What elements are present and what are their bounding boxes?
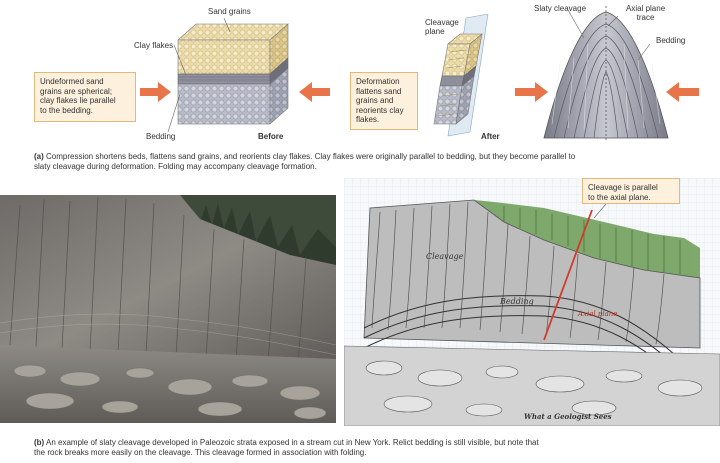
sketch-title: What a Geologist Sees bbox=[524, 412, 612, 421]
label-axial-plane-line: Axial plane bbox=[626, 4, 666, 13]
before-block-diagram bbox=[177, 23, 289, 125]
callout-undeformed: Undeformed sand grains are spherical; cl… bbox=[34, 72, 136, 122]
callout-deformation-line: flakes. bbox=[356, 115, 380, 124]
caption-b-prefix: (b) bbox=[34, 438, 45, 447]
caption-a-line2: slaty cleavage during deformation. Foldi… bbox=[34, 162, 317, 171]
compression-arrow-fold-left bbox=[515, 82, 548, 102]
label-slaty-cleavage: Slaty cleavage bbox=[534, 4, 587, 13]
caption-b-text1: An example of slaty cleavage developed i… bbox=[44, 438, 539, 447]
callout-undeformed-line: grains are spherical; bbox=[40, 86, 113, 96]
callout-deformation-line: flattens sand bbox=[356, 86, 402, 96]
sketch-label-bedding: Bedding bbox=[500, 297, 534, 306]
geologist-sketch bbox=[344, 178, 720, 426]
label-before: Before bbox=[258, 132, 284, 141]
label-axial-plane-line: trace bbox=[636, 13, 655, 22]
callout-cleavage-axial-line: Cleavage is parallel bbox=[588, 183, 658, 192]
callout-deformation: Deformation flattens sand grains and reo… bbox=[350, 72, 418, 130]
stream-cut-photo bbox=[0, 195, 336, 423]
label-bedding-fold: Bedding bbox=[656, 36, 686, 45]
label-cleavage-plane-line: plane bbox=[425, 27, 445, 36]
caption-b-line1: (b) An example of slaty cleavage develop… bbox=[34, 438, 714, 448]
caption-b-line2: the rock breaks more easily on the cleav… bbox=[34, 448, 367, 457]
callout-undeformed-line: Undeformed sand bbox=[40, 77, 104, 86]
label-axial-plane-trace: Axial plane trace bbox=[626, 4, 665, 22]
callout-deformation-line: grains and bbox=[356, 96, 394, 105]
label-sand-grains: Sand grains bbox=[208, 7, 251, 16]
label-clay-flakes: Clay flakes bbox=[134, 41, 174, 50]
label-after: After bbox=[481, 132, 500, 141]
after-block-diagram bbox=[433, 14, 489, 137]
leader-lines-before bbox=[167, 17, 231, 133]
caption-b: (b) An example of slaty cleavage develop… bbox=[34, 438, 714, 458]
fold-diagram bbox=[543, 6, 669, 140]
callout-deformation-line: Deformation bbox=[356, 77, 400, 86]
compression-arrow-right bbox=[299, 82, 330, 102]
sketch-label-cleavage: Cleavage bbox=[426, 252, 464, 261]
caption-a-line1: (a) Compression shortens beds, flattens … bbox=[34, 152, 714, 162]
callout-undeformed-line: clay flakes lie parallel bbox=[40, 96, 116, 105]
callout-cleavage-axial-line: to the axial plane. bbox=[588, 192, 651, 202]
callout-cleavage-axial: Cleavage is parallel to the axial plane. bbox=[582, 178, 680, 204]
caption-a-text1: Compression shortens beds, flattens sand… bbox=[43, 152, 576, 161]
callout-undeformed-line: to the bedding. bbox=[40, 105, 93, 115]
callout-deformation-line: reorients clay bbox=[356, 105, 404, 115]
compression-arrow-left bbox=[140, 82, 171, 102]
sketch-label-axial-plane: Axial plane bbox=[578, 310, 618, 318]
caption-a: (a) Compression shortens beds, flattens … bbox=[34, 152, 714, 172]
label-bedding: Bedding bbox=[146, 132, 176, 141]
caption-a-prefix: (a) bbox=[34, 152, 44, 161]
label-cleavage-plane: Cleavage plane bbox=[425, 18, 459, 36]
label-cleavage-plane-line: Cleavage bbox=[425, 18, 459, 27]
compression-arrow-fold-right bbox=[666, 82, 699, 102]
